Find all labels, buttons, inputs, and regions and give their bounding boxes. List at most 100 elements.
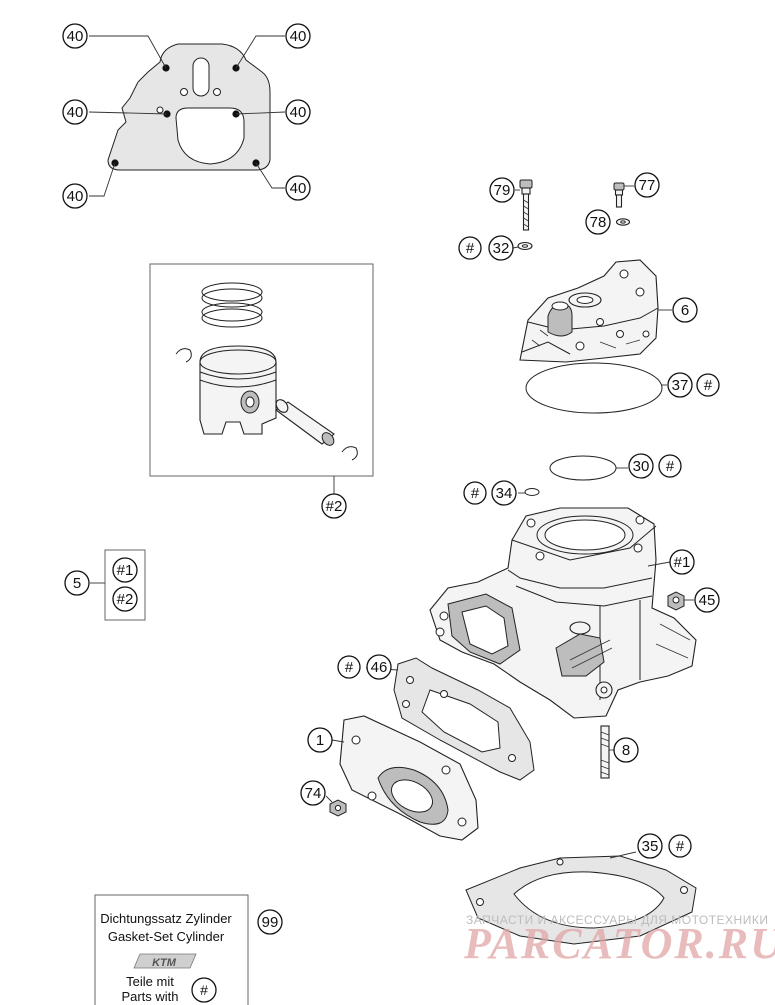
callout-ring (300, 780, 326, 806)
callout-number: 40 (290, 104, 307, 121)
washer-32 (512, 241, 533, 251)
callout-number: #1 (117, 562, 134, 579)
watermark: ЗАПЧАСТИ И АКСЕССУАРЫ ДЛЯ МОТОТЕХНИКИ PA… (463, 913, 775, 968)
washer-78 (615, 218, 631, 226)
callout-piston-kit: #2 (321, 493, 347, 519)
callout-number: 79 (494, 182, 511, 199)
callout-ring (366, 654, 392, 680)
callout-cyl-head: 6 (672, 297, 698, 323)
callout-ring (637, 833, 663, 859)
callout-oring-37-kit: # (696, 373, 720, 397)
callout-ring (337, 655, 361, 679)
callout-number: # (471, 485, 480, 502)
callout-oring-34-kit: # (463, 481, 487, 505)
callout-number: # (345, 659, 354, 676)
kit-note-en: Parts with (121, 989, 178, 1004)
callout-number: 74 (305, 785, 322, 802)
callout-gasket-dots-br: 40 (285, 175, 311, 201)
callout-set-5: 5 (64, 570, 90, 596)
callout-number: 40 (290, 180, 307, 197)
callout-ring (669, 549, 695, 575)
callout-oring-34: 34 (491, 480, 517, 506)
callout-cylinder: #1 (669, 549, 695, 575)
callout-ring (668, 834, 692, 858)
callout-ring (285, 23, 311, 49)
callout-nut-45: 45 (694, 587, 720, 613)
callout-ring (672, 297, 698, 323)
callout-number: 32 (493, 240, 510, 257)
callout-ring (585, 209, 611, 235)
callout-number: 99 (262, 914, 279, 931)
callout-washer-32: 32 (488, 235, 514, 261)
callout-ring (488, 235, 514, 261)
watermark-tagline: ЗАПЧАСТИ И АКСЕССУАРЫ ДЛЯ МОТОТЕХНИКИ (466, 913, 768, 927)
callout-nut-74: 74 (300, 780, 326, 806)
callout-ring (458, 236, 482, 260)
callout-gasket-dots-bl: 40 (62, 183, 88, 209)
kit-marker-text: # (200, 982, 208, 998)
oring-34 (518, 488, 540, 496)
bolt-79 (515, 179, 533, 231)
callout-washer-32-kit: # (458, 236, 482, 260)
callout-number: 40 (67, 188, 84, 205)
nut-74 (325, 795, 347, 817)
kit-title-de: Dichtungssatz Zylinder (100, 911, 232, 926)
callout-number: 35 (642, 838, 659, 855)
callout-number: # (676, 838, 685, 855)
callout-number: 46 (371, 659, 388, 676)
callout-oring-30: 30 (628, 453, 654, 479)
callout-oring-30-kit: # (658, 454, 682, 478)
callout-gasket-dots-ml: 40 (62, 99, 88, 125)
callout-number: 78 (590, 214, 607, 231)
callout-gasket-set-99: 99 (257, 909, 283, 935)
callout-ring (634, 172, 660, 198)
callout-ring (285, 99, 311, 125)
callout-ring (613, 737, 639, 763)
bolt-77 (613, 182, 634, 208)
callout-number: 6 (681, 302, 689, 319)
callout-number: # (666, 458, 675, 475)
base-gasket-35 (465, 851, 697, 945)
callout-flange-1: 1 (307, 727, 333, 753)
callout-number: 5 (73, 575, 81, 592)
oring-37 (525, 362, 667, 414)
callout-gasket-dots-tl: 40 (62, 23, 88, 49)
callout-gasket-dots-tr: 40 (285, 23, 311, 49)
ktm-logo: KTM (133, 953, 197, 969)
callout-oring-37: 37 (667, 372, 693, 398)
callout-number: #2 (117, 591, 134, 608)
ktm-logo-text: KTM (152, 957, 177, 969)
callout-ring (112, 557, 138, 583)
callout-gasket-46: 46 (366, 654, 392, 680)
callout-ring (667, 372, 693, 398)
callout-gasket-dots-mr: 40 (285, 99, 311, 125)
oring-30 (549, 455, 628, 481)
callout-number: 40 (290, 28, 307, 45)
callout-ring (463, 481, 487, 505)
gasket-46 (365, 657, 535, 781)
gasket-set-box: Dichtungssatz Zylinder Gasket-Set Cylind… (94, 894, 249, 1005)
callout-ring (112, 586, 138, 612)
callout-number: # (704, 377, 713, 394)
callout-number: 40 (67, 28, 84, 45)
callout-bolt-79: 79 (489, 177, 515, 203)
piston-kit-box (149, 263, 374, 494)
exhaust-gasket (88, 35, 286, 197)
callout-ring (285, 175, 311, 201)
callout-ring (658, 454, 682, 478)
callout-set-5-item2: #2 (112, 586, 138, 612)
callout-ring (62, 99, 88, 125)
callout-ring (307, 727, 333, 753)
callout-number: 40 (67, 104, 84, 121)
callout-number: 45 (699, 592, 716, 609)
callout-bolt-77: 77 (634, 172, 660, 198)
callout-number: 34 (496, 485, 513, 502)
kit-title-en: Gasket-Set Cylinder (108, 929, 225, 944)
cylinder-head (519, 259, 672, 363)
callout-gasket-46-kit: # (337, 655, 361, 679)
stud-8 (600, 725, 614, 779)
callout-number: # (466, 240, 475, 257)
callout-number: 8 (622, 742, 630, 759)
callout-base-gasket-35: 35 (637, 833, 663, 859)
